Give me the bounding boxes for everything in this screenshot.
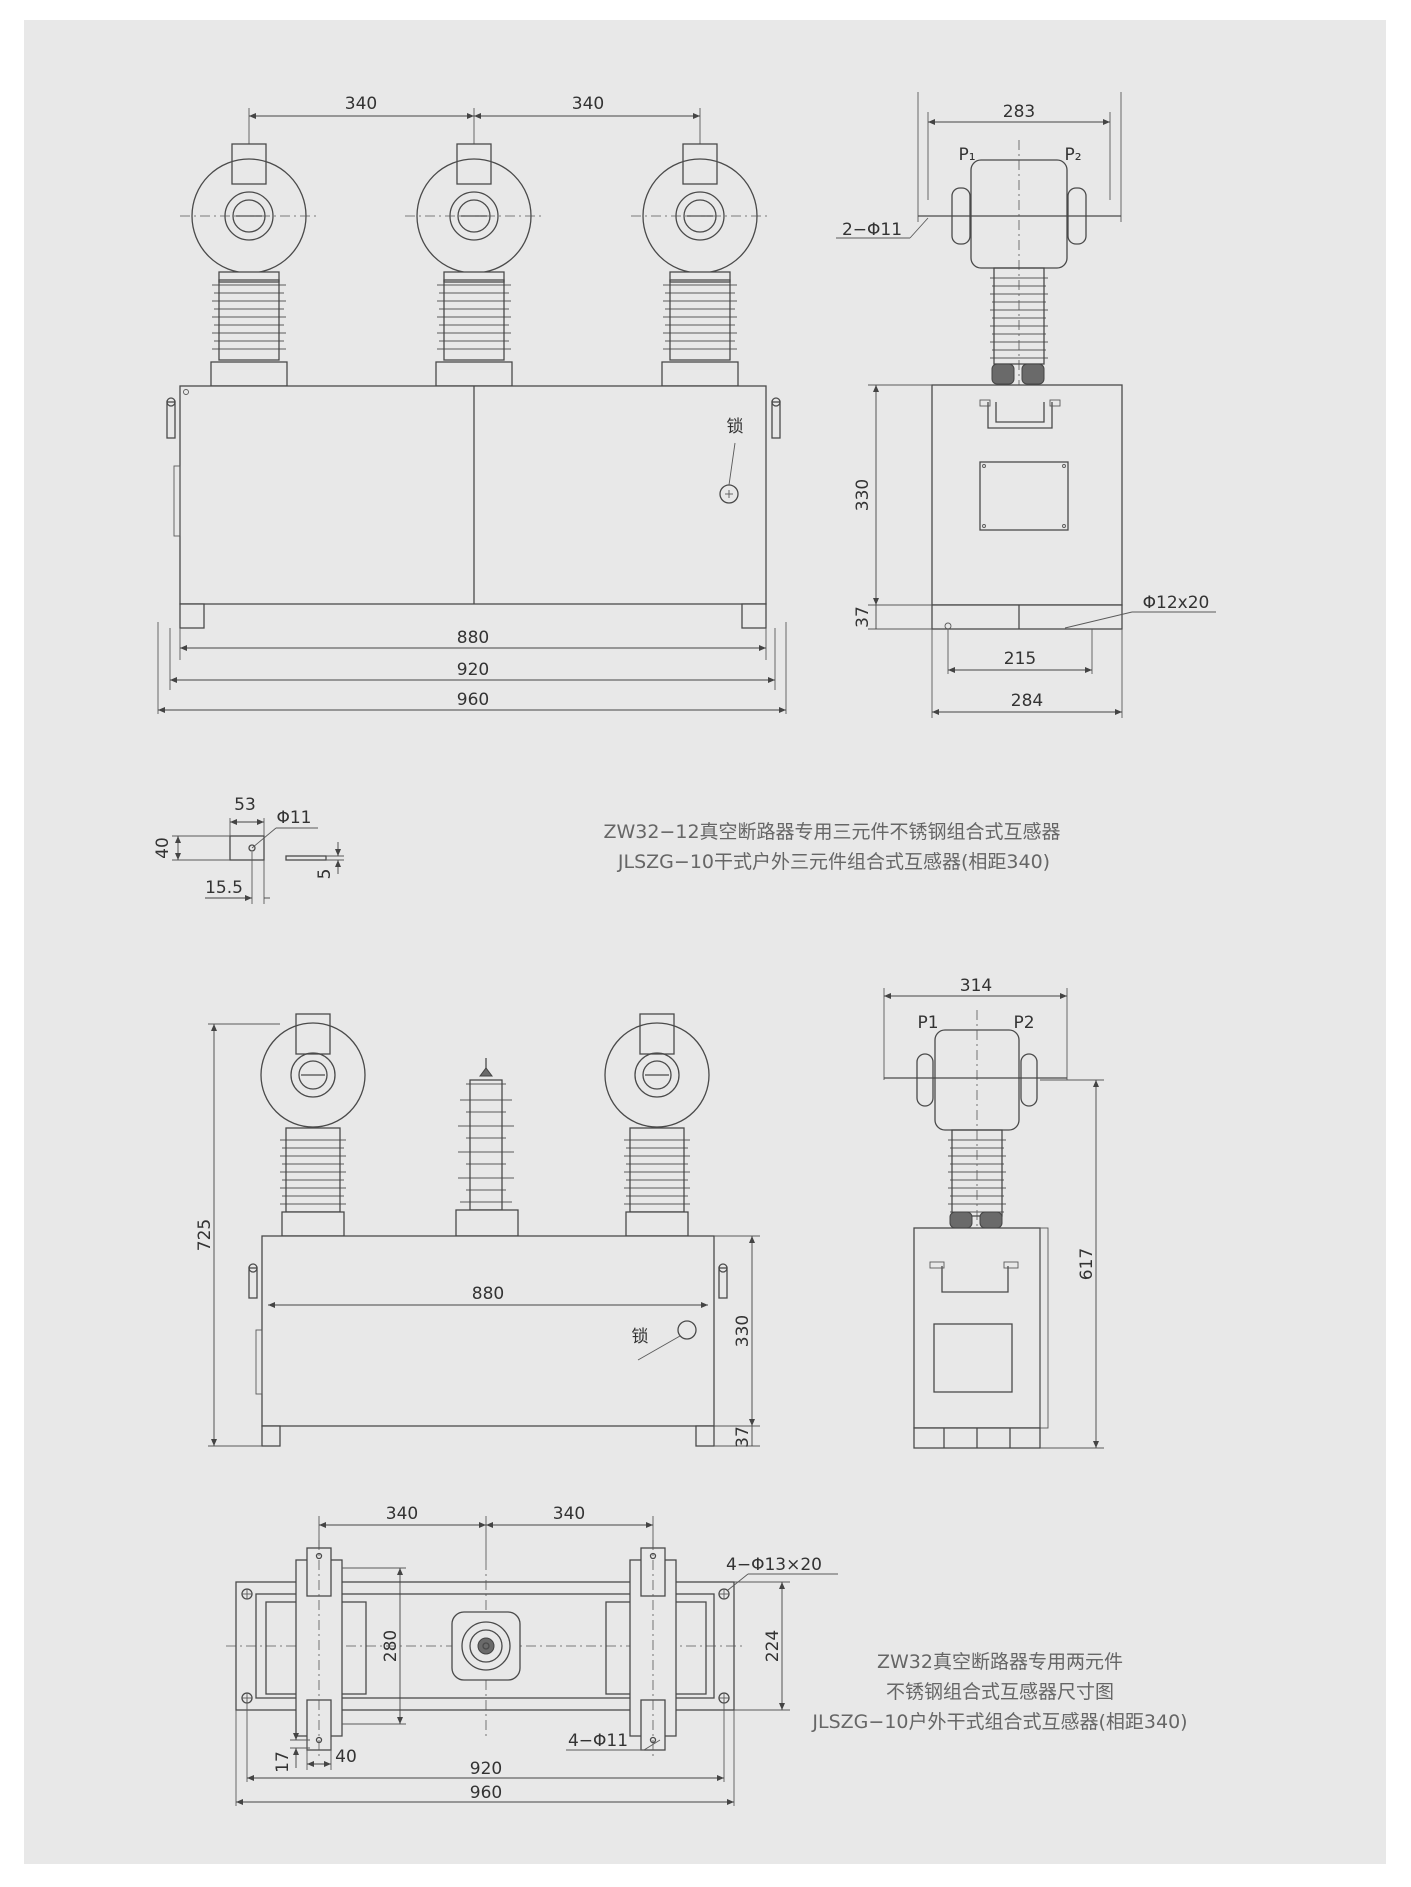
dim-960: 960	[457, 690, 489, 710]
dim-340-right: 340	[572, 94, 604, 114]
main-tank-front	[179, 385, 767, 605]
dim-880-2: 880	[472, 1284, 504, 1304]
caption2-line1: ZW32真空断路器专用两元件	[877, 1651, 1123, 1673]
dim-2-phi11: 2−Φ11	[842, 220, 902, 240]
insulator-phase-b	[405, 143, 543, 387]
drawing1-side-view: 283 P₁ P₂ 2−Φ11 330 37 Φ12x20 215 284	[836, 92, 1216, 718]
plan-340-left: 340	[386, 1504, 418, 1524]
caption2-line2: 不锈钢组合式互感器尺寸图	[886, 1681, 1114, 1703]
dim-37-2: 37	[733, 1426, 753, 1448]
plan-340-right: 340	[553, 1504, 585, 1524]
drawing2-front-view: 锁 880 725 330 37	[195, 1013, 760, 1448]
insulator-phase-c	[631, 143, 769, 387]
surge-arrester	[455, 1058, 519, 1237]
bracket-53: 53	[234, 795, 256, 815]
plan-960: 960	[470, 1783, 502, 1803]
dim-283: 283	[1003, 102, 1035, 122]
bracket-15-5: 15.5	[205, 878, 243, 898]
bracket-40: 40	[153, 837, 173, 859]
dim-215: 215	[1004, 649, 1036, 669]
drawing2-side-view: 314 P1 P2 617	[883, 976, 1104, 1449]
side-tank-2	[913, 1227, 1041, 1429]
plan-40: 40	[335, 1747, 357, 1767]
caption2-line3: JLSZG−10户外干式组合式互感器(相距340)	[811, 1711, 1187, 1733]
dim-920: 920	[457, 660, 489, 680]
bracket-phi11: Φ11	[276, 808, 311, 828]
drawing-sheet	[24, 20, 1386, 1864]
dim-617: 617	[1077, 1248, 1097, 1280]
bracket-5: 5	[315, 869, 335, 880]
dim-314: 314	[960, 976, 992, 996]
p1-label-2: P1	[917, 1013, 938, 1033]
p2-label: P₂	[1064, 145, 1081, 165]
plan-4-phi11: 4−Φ11	[568, 1731, 628, 1751]
caption1-line1: ZW32−12真空断路器专用三元件不锈钢组合式互感器	[603, 821, 1060, 843]
drawing1-front-view: 340 340	[157, 94, 787, 714]
lock-label-2: 锁	[632, 1327, 649, 1347]
plan-920: 920	[470, 1759, 502, 1779]
dim-37: 37	[853, 606, 873, 628]
side-tank	[931, 384, 1123, 606]
drawing3-plan-view: 340 340 4−Φ13×20 280 224 4−Φ11 17	[226, 1504, 838, 1806]
dim-330: 330	[853, 479, 873, 511]
dim-284: 284	[1011, 691, 1043, 711]
lock-label-1: 锁	[727, 417, 744, 437]
dim-725: 725	[195, 1219, 215, 1251]
plan-280: 280	[381, 1630, 401, 1662]
bracket-detail: 53 40 Φ11 5 15.5	[153, 795, 344, 904]
plan-17: 17	[273, 1751, 293, 1773]
dim-340-left: 340	[345, 94, 377, 114]
main-tank-front-2	[261, 1235, 715, 1427]
p2-label-2: P2	[1013, 1013, 1034, 1033]
dim-phi12x20: Φ12x20	[1143, 593, 1210, 613]
plan-224: 224	[763, 1630, 783, 1662]
dim-330-2: 330	[733, 1315, 753, 1347]
caption1-line2: JLSZG−10干式户外三元件组合式互感器(相距340)	[617, 851, 1050, 873]
insulator-phase-a	[180, 143, 318, 387]
p1-label: P₁	[958, 145, 975, 165]
plan-4-phi13x20: 4−Φ13×20	[726, 1555, 822, 1575]
dim-880: 880	[457, 628, 489, 648]
